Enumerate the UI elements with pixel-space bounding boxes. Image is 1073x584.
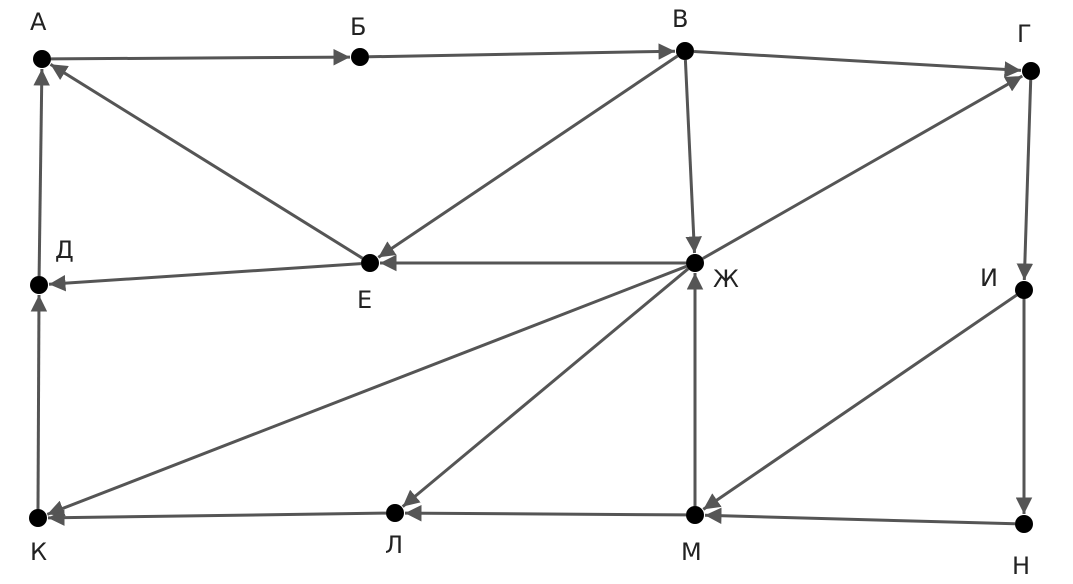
edge-V-to-E <box>377 54 679 259</box>
edge-Zh-to-G <box>702 74 1024 260</box>
node-label-N: Н <box>1012 552 1030 580</box>
edge-V-to-G <box>693 50 1022 78</box>
edge-G-to-I <box>1016 79 1034 281</box>
edge-E-to-A <box>49 63 364 260</box>
edge-A-to-B <box>50 48 351 66</box>
edge-Zh-to-K <box>46 264 688 517</box>
node-L <box>386 504 404 522</box>
edge-B-to-V <box>368 43 676 60</box>
edge-N-to-M <box>704 507 1016 526</box>
node-D <box>30 276 48 294</box>
node-Zh <box>686 254 704 272</box>
node-label-V: В <box>672 5 688 33</box>
edge-M-to-L <box>404 504 687 522</box>
node-V <box>676 42 694 60</box>
node-label-Zh: Ж <box>713 265 739 293</box>
node-M <box>686 506 704 524</box>
edge-E-to-D <box>48 262 362 292</box>
node-label-K: К <box>30 538 47 566</box>
edges-layer <box>30 43 1034 526</box>
edge-Zh-to-L <box>401 267 690 508</box>
node-K <box>29 509 47 527</box>
node-I <box>1015 281 1033 299</box>
nodes-layer <box>29 42 1040 533</box>
node-E <box>361 254 379 272</box>
node-label-L: Л <box>385 531 403 559</box>
labels-layer: А Б В Г Д Е Ж И К Л М Н <box>30 5 1032 580</box>
node-G <box>1022 62 1040 80</box>
node-label-B: Б <box>350 13 366 41</box>
edge-V-to-Zh <box>683 59 702 254</box>
edge-K-to-D <box>30 294 48 510</box>
node-A <box>33 50 51 68</box>
node-label-G: Г <box>1017 20 1032 48</box>
node-label-E: Е <box>357 286 372 314</box>
node-B <box>351 48 369 66</box>
node-label-D: Д <box>55 236 74 264</box>
node-label-M: М <box>681 538 702 566</box>
edge-I-to-M <box>702 293 1018 511</box>
node-label-A: А <box>30 8 47 36</box>
edge-D-to-A <box>33 68 50 277</box>
node-label-I: И <box>980 264 998 292</box>
node-N <box>1015 515 1033 533</box>
edge-L-to-K <box>47 509 387 526</box>
